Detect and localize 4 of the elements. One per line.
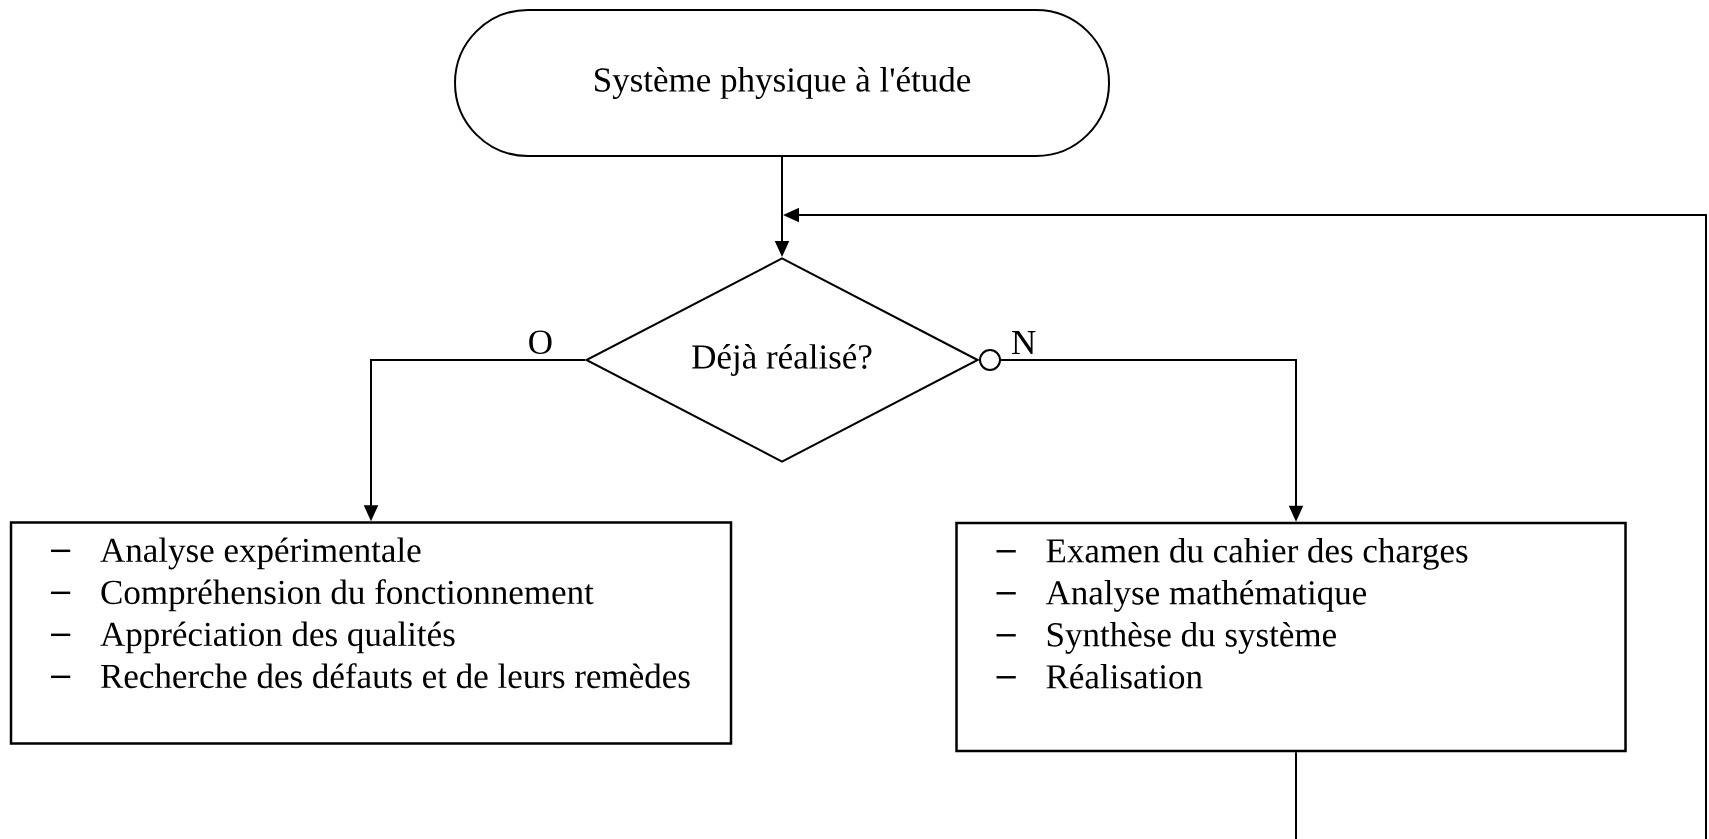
list-box: Analyse expérimentale Compréhension du fonctionnement Appréciation des qualités Recherche des défauts et de leurs remèdes bbox=[9, 521, 733, 745]
edge-label: O bbox=[529, 330, 552, 354]
list-box: Examen du cahier des charges Analyse mathématique Synthèse du système Réalisation bbox=[955, 521, 1627, 753]
edge-label: N bbox=[1012, 331, 1036, 354]
